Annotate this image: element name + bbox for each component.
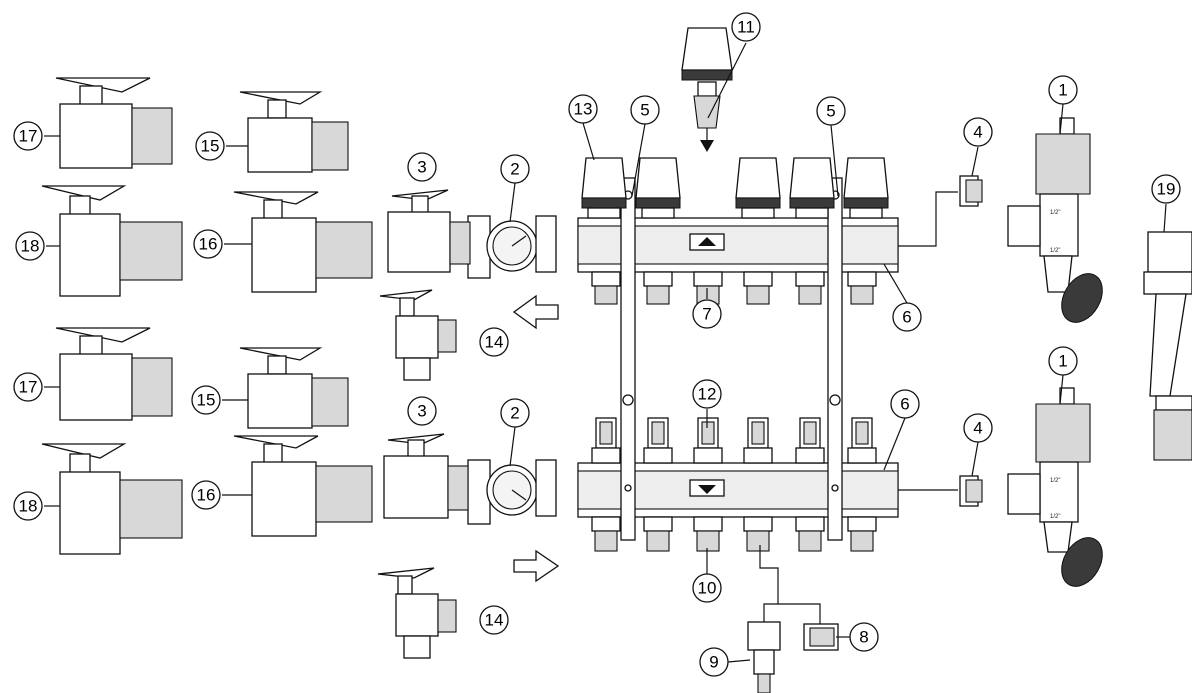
ball-valve-15-bottom xyxy=(239,347,349,429)
svg-text:7: 7 xyxy=(702,305,711,324)
end-cap-top xyxy=(959,175,983,207)
ball-valve-3-bottom xyxy=(383,433,469,519)
return-outlets xyxy=(591,516,877,552)
callout-4a: 4 xyxy=(963,117,993,147)
svg-text:3: 3 xyxy=(417,158,426,177)
ball-valve-15-top xyxy=(239,91,349,173)
callout-17a: 17 xyxy=(13,121,43,151)
svg-text:19: 19 xyxy=(1157,180,1176,199)
thread-mark: 1/2" xyxy=(1050,478,1060,484)
svg-text:15: 15 xyxy=(197,391,216,410)
svg-text:17: 17 xyxy=(19,378,38,397)
svg-text:2: 2 xyxy=(510,160,519,179)
callout-6a: 6 xyxy=(892,302,922,332)
svg-text:9: 9 xyxy=(709,653,718,672)
mounting-bracket-left xyxy=(620,177,636,541)
ball-valve-17-top xyxy=(55,77,173,169)
callout-15a: 15 xyxy=(195,131,225,161)
svg-text:18: 18 xyxy=(21,237,40,256)
thermostatic-actuator xyxy=(681,27,733,152)
ball-valve-18-top xyxy=(41,185,183,297)
svg-text:15: 15 xyxy=(201,137,220,156)
svg-text:6: 6 xyxy=(900,395,909,414)
ball-valve-16-top xyxy=(233,191,373,293)
callout-7: 7 xyxy=(692,299,722,329)
callout-9: 9 xyxy=(699,647,729,677)
svg-text:16: 16 xyxy=(199,235,218,254)
flow-arrow-up-icon xyxy=(698,237,716,246)
ball-valve-16-bottom xyxy=(233,435,373,537)
flow-arrow-down-icon xyxy=(698,485,716,494)
callout-4b: 4 xyxy=(963,413,993,443)
flexible-connector xyxy=(1143,231,1192,461)
callout-5a: 5 xyxy=(630,95,660,125)
valve-heads-supply xyxy=(581,157,889,219)
angle-valve-14-bottom xyxy=(377,567,457,659)
angle-valve-14-top xyxy=(379,289,457,381)
svg-text:1: 1 xyxy=(1058,81,1067,100)
callout-19: 19 xyxy=(1151,174,1181,204)
callout-5b: 5 xyxy=(816,96,846,126)
callout-3a: 3 xyxy=(407,152,437,182)
svg-text:12: 12 xyxy=(698,385,717,404)
callout-16b: 16 xyxy=(191,480,221,510)
ball-valve-18-bottom xyxy=(41,443,183,555)
svg-text:4: 4 xyxy=(973,419,982,438)
callout-2b: 2 xyxy=(500,398,530,428)
svg-text:10: 10 xyxy=(698,579,717,598)
supply-outlets xyxy=(591,271,877,305)
end-cap-bottom xyxy=(959,475,983,507)
svg-text:14: 14 xyxy=(485,611,504,630)
svg-text:2: 2 xyxy=(510,404,519,423)
callout-18b: 18 xyxy=(13,491,43,521)
svg-text:5: 5 xyxy=(640,101,649,120)
air-vent-top: 1/2" 1/2" xyxy=(1007,117,1103,323)
svg-text:16: 16 xyxy=(197,486,216,505)
callout-10: 10 xyxy=(692,573,722,603)
flow-out-arrow-icon xyxy=(512,294,559,330)
svg-text:3: 3 xyxy=(417,402,426,421)
drain-valve xyxy=(747,621,781,693)
callout-15b: 15 xyxy=(191,385,221,415)
svg-text:4: 4 xyxy=(973,123,982,142)
svg-text:17: 17 xyxy=(19,127,38,146)
thermometer-top xyxy=(467,215,557,279)
svg-text:5: 5 xyxy=(826,102,835,121)
callouts: 1 1 2 2 3 3 4 4 5 5 6 6 7 8 9 10 11 12 1… xyxy=(13,12,1181,677)
callout-18a: 18 xyxy=(15,231,45,261)
flow-in-arrow-icon xyxy=(513,549,560,583)
callout-6b: 6 xyxy=(890,389,920,419)
thread-mark: 1/2" xyxy=(1050,248,1060,254)
svg-text:14: 14 xyxy=(485,333,504,352)
drain-cap xyxy=(803,623,839,651)
air-vent-bottom: 1/2" 1/2" xyxy=(1007,387,1103,587)
thread-mark: 1/2" xyxy=(1050,210,1060,216)
flow-meters xyxy=(591,417,877,464)
ball-valve-3-top xyxy=(387,189,471,273)
svg-text:18: 18 xyxy=(19,497,38,516)
callout-14a: 14 xyxy=(479,327,509,357)
svg-text:11: 11 xyxy=(737,18,755,37)
callout-3b: 3 xyxy=(407,396,437,426)
thermometer-bottom xyxy=(467,459,557,525)
svg-text:13: 13 xyxy=(574,100,593,119)
svg-text:1: 1 xyxy=(1058,352,1067,371)
callout-1b: 1 xyxy=(1048,346,1078,376)
leader-lines xyxy=(44,42,1167,663)
mounting-bracket-right xyxy=(827,177,843,541)
callout-11: 11 xyxy=(731,12,761,42)
callout-8: 8 xyxy=(849,622,879,652)
callout-17b: 17 xyxy=(13,372,43,402)
callout-1a: 1 xyxy=(1048,75,1078,105)
svg-text:8: 8 xyxy=(859,628,868,647)
callout-16a: 16 xyxy=(193,229,223,259)
callout-14b: 14 xyxy=(479,605,509,635)
ball-valve-17-bottom xyxy=(55,327,173,421)
thread-mark: 1/2" xyxy=(1050,514,1060,520)
callout-12: 12 xyxy=(692,379,722,409)
callout-13: 13 xyxy=(568,94,598,124)
callout-2a: 2 xyxy=(500,154,530,184)
svg-text:6: 6 xyxy=(902,308,911,327)
